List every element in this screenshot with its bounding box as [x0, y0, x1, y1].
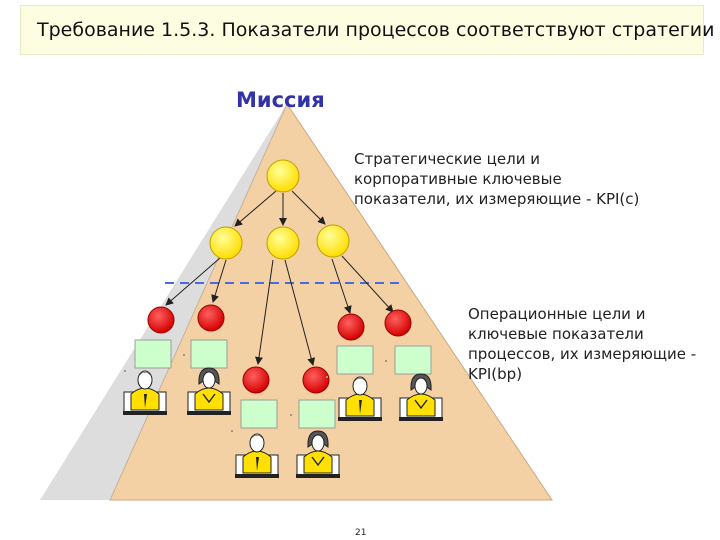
operational-goal-2	[197, 304, 225, 332]
operational-goal-3	[242, 366, 270, 394]
strategic-goal-right	[316, 224, 350, 258]
operational-goals-note: Операционные цели и ключевые показатели …	[468, 304, 696, 384]
process-box-1	[134, 339, 172, 369]
strategic-goal-left	[209, 226, 243, 260]
page-number: 21	[355, 528, 367, 538]
operational-note-line: KPI(bp)	[468, 365, 523, 383]
strategic-goal-center	[266, 226, 300, 260]
operational-note-line: Операционные цели и	[468, 305, 646, 323]
strategic-goal-top	[266, 159, 300, 193]
strategic-note-line: корпоративные ключевые	[354, 170, 562, 188]
strategic-note-line: показатели, их измеряющие - KPI(c)	[354, 190, 640, 208]
strategic-note-line: Стратегические цели и	[354, 150, 540, 168]
process-box-2	[190, 339, 228, 369]
operational-goal-1	[147, 306, 175, 334]
process-box-6	[298, 399, 336, 429]
operational-note-line: ключевые показатели	[468, 325, 644, 343]
process-box-5	[240, 399, 278, 429]
title-bar: Требование 1.5.3. Показатели процессов с…	[20, 5, 714, 55]
operational-goal-6	[384, 309, 412, 337]
process-box-4	[394, 345, 432, 375]
page-title: Требование 1.5.3. Показатели процессов с…	[37, 19, 715, 41]
process-box-3	[336, 345, 374, 375]
operational-note-line: процессов, их измеряющие -	[468, 345, 697, 363]
operational-goal-4	[302, 366, 330, 394]
mission-label: Миссия	[236, 88, 325, 112]
operational-goal-5	[337, 313, 365, 341]
strategic-goals-note: Стратегические цели и корпоративные ключ…	[354, 149, 639, 209]
